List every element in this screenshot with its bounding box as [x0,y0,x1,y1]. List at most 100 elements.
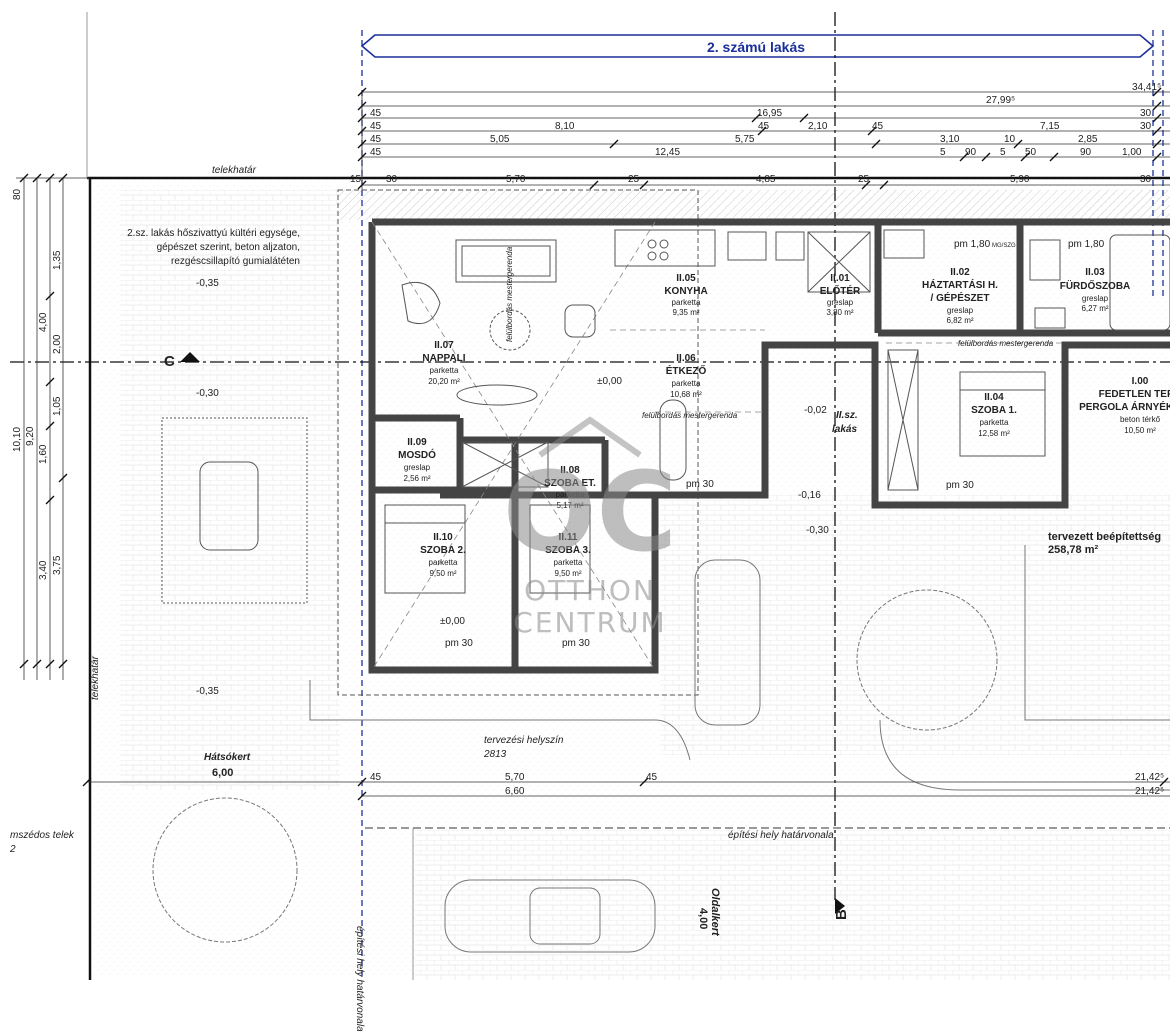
room-nappali: II.07 NAPPALI parketta 20,20 m² [422,340,465,386]
dim-s45-e: 45 [758,121,770,132]
room-floor: parketta [672,379,701,388]
room-code: II.01 [830,273,850,284]
dim-d13: 4,85 [756,174,776,185]
room-area: 12,58 m² [978,429,1010,438]
room-furdoszoba: II.03 FÜRDŐSZOBA greslap 6,27 m² [1060,267,1131,313]
room-etkezo: II.06 ÉTKEZŐ parketta 10,68 m² [666,353,707,399]
room-labels: II.05 KONYHA parketta 9,35 m² II.01 ELŐT… [398,267,1170,578]
dim-d4: 2,10 [808,121,828,132]
dim-bottom-45b: 45 [646,772,658,783]
dim-s15: 15 [350,174,362,185]
dim-s45-b: 45 [370,121,382,132]
back-paving [120,190,340,790]
lakas-label: lakás [832,424,857,435]
room-name: SZOBA 1. [971,405,1017,416]
room-mosdo: II.09 MOSDÓ greslap 2,56 m² [398,437,436,483]
room-floor: parketta [430,366,459,375]
apartment-label: 2. számú lakás [707,39,805,55]
dim-d11: 1,00 [1122,147,1142,158]
dim-s25-b: 25 [858,174,870,185]
dim-bottom-2142a: 21,42⁵ [1135,772,1164,783]
tervezesi-number: 2813 [483,749,507,760]
pm30-c: pm 30 [562,638,590,649]
dim-d12: 5,70 [506,174,526,185]
epitesi-hely-vertical: építési hely határvonala [354,926,365,1031]
heat-pump-note-2: gépészet szerint, beton aljzaton, [157,242,300,253]
room-name: SZOBA ET. [544,478,596,489]
tervezesi-label: tervezési helyszín [484,735,564,746]
room-haztartasi: II.02 HÁZTARTÁSI H. / GÉPÉSZET greslap 6… [922,267,998,325]
room-name: SZOBA 2. [420,545,466,556]
room-name: NAPPALI [422,353,465,364]
dim-d3: 8,10 [555,121,575,132]
elevation-030b: -0,30 [806,525,829,536]
dim-d10: 2,85 [1078,134,1098,145]
room-code: II.05 [676,273,696,284]
hatsokert-width: 6,00 [212,767,233,779]
elevation-000b: ±0,00 [440,616,465,627]
driveway-paving [415,830,1170,980]
roof-hatch [338,190,1170,220]
dim-s45-f: 45 [872,121,884,132]
section-b-marker: B [833,898,850,920]
beam-note-3: felülbordás mestergerenda [505,246,514,342]
dim-s90-a: 90 [965,147,977,158]
szomszedos-label: mszédos telek [10,830,75,841]
building-walls [368,218,1170,674]
left-340: 3,40 [38,560,49,580]
watermark-oc: OC [503,448,677,576]
room-floor: parketta [980,418,1009,427]
dim-s10: 10 [1004,134,1016,145]
room-code: II.07 [434,340,454,351]
room-code: I.00 [1132,376,1149,387]
room-area: 10,50 m² [1124,426,1156,435]
left-160: 1,60 [38,444,49,464]
dim-bottom-45a: 45 [370,772,382,783]
room-name: HÁZTARTÁSI H. [922,278,998,291]
left-200: 2,00 [52,334,63,354]
room-szoba-et: II.08 SZOBA ET. parketta 5,17 m² [544,465,596,510]
pm30-d: pm 30 [946,480,974,491]
watermark-line2: CENTRUM [513,606,666,639]
dim-d1: 27,99⁵ [986,95,1015,106]
beam-note-2: felülbordás mestergerenda [958,339,1054,348]
room-floor: parketta [672,298,701,307]
left-total: 10,10 [12,427,23,452]
room-code: II.04 [984,392,1004,403]
room-name-2: PERGOLA ÁRNYÉKO [1079,400,1170,413]
room-konyha: II.05 KONYHA parketta 9,35 m² [664,273,707,317]
watermark-logo: OC OTTHON CENTRUM [503,416,677,639]
room-code: II.08 [560,465,580,476]
room-area: 9,35 m² [672,308,699,317]
room-area: 10,68 m² [670,390,702,399]
room-floor: greslap [947,306,974,315]
side-paving [660,495,1170,755]
room-area: 2,56 m² [403,474,430,483]
watermark-line1: OTTHON [524,574,656,607]
room-area: 6,27 m² [1081,304,1108,313]
room-area: 9,50 m² [554,569,581,578]
dim-total: 34,41⁵ [1132,82,1161,93]
left-920: 9,20 [25,426,36,446]
elevation-035: -0,35 [196,278,219,289]
room-name: ELŐTÉR [820,284,861,297]
room-code: II.03 [1085,267,1105,278]
room-name: ÉTKEZŐ [666,364,707,377]
left-80: 80 [12,188,23,200]
dim-d8: 3,10 [940,134,960,145]
dim-bottom-660: 6,60 [505,786,525,797]
room-code: II.06 [676,353,696,364]
left-105: 1,05 [52,396,63,416]
room-szoba2: II.10 SZOBA 2. parketta 9,50 m² [420,532,466,578]
landscape-elements [152,545,1170,953]
heat-pump-note-1: 2.sz. lakás hőszivattyú kültéri egysége, [127,228,300,239]
dim-s5-b: 5 [1000,147,1006,158]
room-szoba1: II.04 SZOBA 1. parketta 12,58 m² [971,392,1017,438]
tervezett-area: 258,78 m² [1048,544,1098,556]
section-c-label: C [164,353,175,370]
room-terasz: I.00 FEDETLEN TERA PERGOLA ÁRNYÉKO beton… [1079,376,1170,435]
room-floor: greslap [404,463,431,472]
dim-s50: 50 [1025,147,1037,158]
left-135: 1,35 [52,250,63,270]
